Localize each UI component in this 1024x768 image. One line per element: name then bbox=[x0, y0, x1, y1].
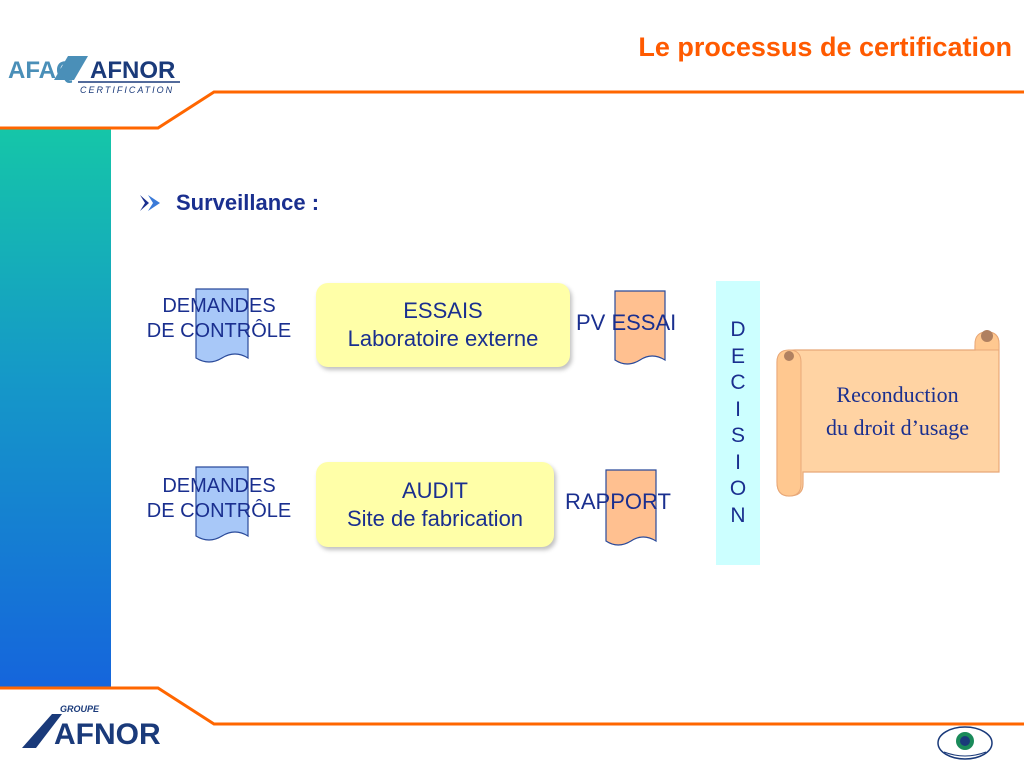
result-line1: Reconduction bbox=[836, 382, 959, 407]
output-label: RAPPORT bbox=[565, 489, 671, 514]
afaq-afnor-logo: AFAQ AFNOR CERTIFICATION bbox=[8, 56, 180, 95]
decision-letter: S bbox=[730, 424, 745, 447]
bullet-surveillance: Surveillance : bbox=[140, 190, 319, 216]
side-gradient-bar bbox=[0, 128, 111, 688]
nf-environnement-icon bbox=[937, 726, 993, 760]
process-box-essais: ESSAIS Laboratoire externe bbox=[316, 283, 570, 367]
decision-letter: N bbox=[730, 503, 746, 527]
request-label-line2: DE CONTRÔLE bbox=[146, 320, 292, 342]
request-label-line1: DEMANDES bbox=[162, 295, 276, 317]
result-line2: du droit d’usage bbox=[826, 415, 969, 440]
process-subtitle: Site de fabrication bbox=[346, 505, 524, 531]
logo-afnor-text: AFNOR bbox=[90, 57, 175, 84]
process-box-audit: AUDIT Site de fabrication bbox=[316, 462, 554, 547]
logo-certification-text: CERTIFICATION bbox=[80, 85, 174, 95]
request-label: DEMANDES DE CONTRÔLE bbox=[126, 474, 312, 524]
result-scroll-icon bbox=[776, 330, 1000, 497]
request-document-icon bbox=[195, 288, 249, 363]
arrow-bullet-icon bbox=[140, 195, 160, 211]
output-label: PV ESSAI bbox=[576, 310, 677, 335]
decision-letter: E bbox=[730, 344, 745, 368]
decision-letter: O bbox=[729, 477, 747, 500]
request-label-line2: DE CONTRÔLE bbox=[146, 500, 292, 522]
logo-afnor-bottom-text: AFNOR bbox=[54, 718, 161, 751]
result-text: Reconduction du droit d’usage bbox=[800, 378, 995, 444]
request-document-icon bbox=[195, 466, 249, 541]
process-title: ESSAIS bbox=[403, 298, 483, 323]
logo-groupe-text: GROUPE bbox=[60, 704, 100, 714]
process-subtitle: Laboratoire externe bbox=[347, 326, 539, 351]
decision-letter: C bbox=[730, 371, 746, 394]
output-document-icon bbox=[605, 469, 657, 546]
decision-letter: D bbox=[730, 318, 746, 341]
page-title: Le processus de certification bbox=[638, 32, 1012, 62]
decision-column: D E C I S I O N bbox=[716, 281, 760, 565]
decision-letter: I bbox=[735, 397, 741, 421]
request-label: DEMANDES DE CONTRÔLE bbox=[126, 294, 312, 344]
bullet-text: Surveillance : bbox=[176, 190, 320, 215]
request-label-line1: DEMANDES bbox=[162, 475, 276, 497]
process-title: AUDIT bbox=[402, 477, 468, 503]
output-document-icon bbox=[614, 290, 666, 365]
decision-letter: I bbox=[735, 450, 741, 474]
groupe-afnor-logo: GROUPE AFNOR bbox=[22, 704, 161, 751]
